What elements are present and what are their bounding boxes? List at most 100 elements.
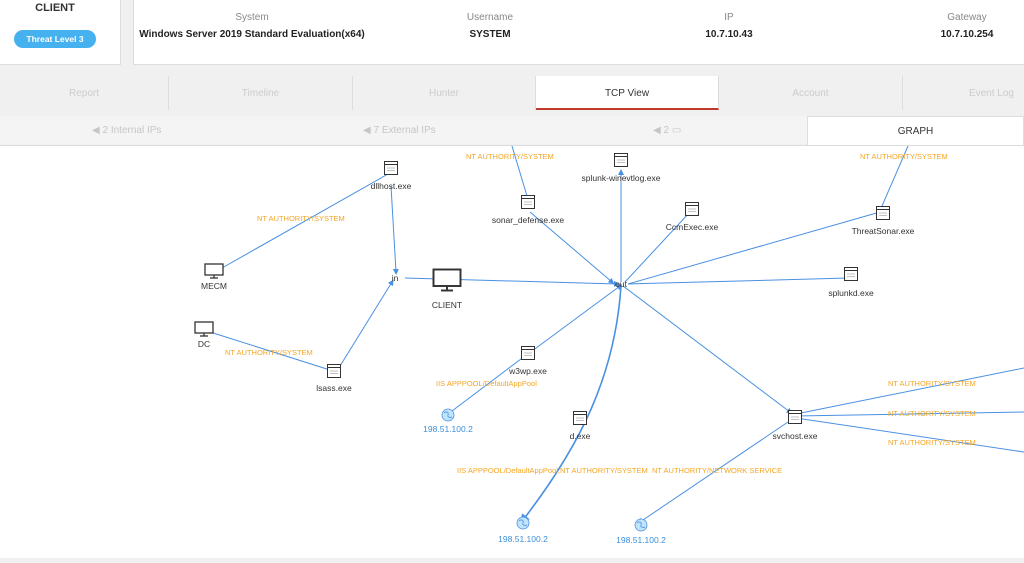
- edge-svchost-ext3: [795, 417, 1024, 453]
- node-label: sonar_defense.exe: [492, 215, 565, 225]
- subtab-count-label: 2: [663, 125, 670, 136]
- edge-label: IIS APPPOOL/DefaultAppPool: [436, 379, 537, 388]
- subtab-external-ips[interactable]: ◀ 7 External IPs: [363, 116, 436, 144]
- edge-mecm-dllhost: [221, 173, 389, 269]
- node-out[interactable]: out: [615, 279, 627, 289]
- node-dc[interactable]: DC: [194, 321, 214, 349]
- edge-dc-lsass: [209, 331, 331, 371]
- main-tabs: Report Timeline Hunter TCP View Account …: [0, 76, 1024, 110]
- edge-out-splunkd: [627, 275, 851, 285]
- node-client[interactable]: CLIENT: [432, 268, 462, 311]
- node-ip-1[interactable]: 198.51.100.2: [423, 408, 473, 434]
- ip-label: IP: [724, 12, 734, 23]
- tab-account[interactable]: Account: [719, 76, 903, 110]
- monitor-icon: ▭: [671, 125, 682, 136]
- tab-tcp-view[interactable]: TCP View: [536, 76, 719, 110]
- subtab-devices[interactable]: ◀ 2 ▭: [653, 116, 681, 144]
- node-ccmexec[interactable]: CcmExec.exe: [666, 202, 719, 233]
- node-svchost[interactable]: svchost.exe: [773, 410, 818, 442]
- edge-w3wp-ip1: [445, 355, 526, 416]
- monitor-icon: [204, 263, 224, 279]
- node-label: splunkd.exe: [828, 288, 874, 298]
- subtab-internal-label: 2 Internal IPs: [102, 125, 162, 136]
- globe-icon: [634, 518, 648, 532]
- node-mecm[interactable]: MECM: [201, 263, 227, 291]
- edge-svchost-ext1: [795, 367, 1024, 415]
- node-label: CLIENT: [432, 300, 462, 310]
- window-icon: [844, 267, 858, 281]
- edge-label: NT AUTHORITY/SYSTEM: [257, 214, 345, 223]
- client-title: CLIENT: [35, 2, 75, 14]
- window-icon: [876, 206, 890, 220]
- graph-edges: [209, 145, 1024, 524]
- username-info: Username SYSTEM: [440, 12, 540, 40]
- window-icon: [521, 195, 535, 209]
- tcp-graph-area: NT AUTHORITY/SYSTEM NT AUTHORITY/SYSTEM …: [0, 145, 1024, 558]
- tcp-graph: NT AUTHORITY/SYSTEM NT AUTHORITY/SYSTEM …: [194, 145, 1024, 545]
- node-label: splunk-winevtlog.exe: [582, 173, 661, 183]
- system-info: System Windows Server 2019 Standard Eval…: [132, 12, 372, 40]
- node-d[interactable]: d.exe: [570, 411, 591, 442]
- window-icon: [521, 346, 535, 360]
- gateway-value: 10.7.10.254: [940, 29, 994, 40]
- node-label: 198.51.100.2: [423, 424, 473, 434]
- node-label: MECM: [201, 281, 227, 291]
- window-icon: [614, 153, 628, 167]
- system-label: System: [235, 12, 269, 23]
- node-ip-2[interactable]: 198.51.100.2: [498, 516, 548, 544]
- gateway-label: Gateway: [947, 12, 987, 23]
- window-icon: [685, 202, 699, 216]
- node-label: dllhost.exe: [371, 181, 412, 191]
- monitor-icon: [194, 321, 214, 337]
- node-lsass[interactable]: lsass.exe: [316, 364, 352, 394]
- edge-label: NT AUTHORITY/SYSTEM: [888, 438, 976, 447]
- node-in[interactable]: in: [392, 273, 399, 283]
- ip-value: 10.7.10.43: [705, 29, 753, 40]
- edge-out-svchost: [622, 285, 793, 414]
- edge-label: NT AUTHORITY/SYSTEM: [860, 152, 948, 161]
- subtab-graph[interactable]: GRAPH: [807, 116, 1024, 145]
- node-ip-3[interactable]: 198.51.100.2: [616, 518, 666, 545]
- speaker-icon: ◀: [363, 125, 371, 136]
- speaker-icon: ◀: [92, 125, 100, 136]
- edge-label: IIS APPPOOL/DefaultAppPool,NT AUTHORITY/…: [457, 466, 648, 475]
- edge-out-ip2: [520, 285, 622, 524]
- edge-lsass-in: [339, 279, 394, 367]
- globe-icon: [516, 516, 530, 530]
- globe-icon: [441, 408, 455, 422]
- tab-timeline[interactable]: Timeline: [169, 76, 353, 110]
- tab-report[interactable]: Report: [0, 76, 169, 110]
- edge-label: NT AUTHORITY/NETWORK SERVICE: [652, 466, 782, 475]
- edge-w3wp-out: [527, 284, 623, 355]
- system-value: Windows Server 2019 Standard Evaluation(…: [139, 29, 365, 40]
- node-label: ThreatSonar.exe: [852, 226, 915, 236]
- tab-hunter[interactable]: Hunter: [353, 76, 536, 110]
- window-icon: [384, 161, 398, 175]
- node-threatsonar[interactable]: ThreatSonar.exe: [852, 206, 915, 237]
- node-dllhost[interactable]: dllhost.exe: [371, 161, 412, 192]
- edge-threatsonar-top: [881, 145, 909, 207]
- node-label: lsass.exe: [316, 383, 352, 393]
- node-label: CcmExec.exe: [666, 222, 719, 232]
- subtab-external-label: 7 External IPs: [373, 125, 436, 136]
- monitor-icon: [432, 268, 462, 292]
- threat-level-badge[interactable]: Threat Level 3: [14, 30, 96, 48]
- node-splunkd[interactable]: splunkd.exe: [828, 267, 874, 299]
- edge-label: NT AUTHORITY/SYSTEM: [466, 152, 554, 161]
- node-label: 198.51.100.2: [616, 535, 666, 545]
- edge-label: NT AUTHORITY/SYSTEM: [225, 348, 313, 357]
- node-splunk-winevtlog[interactable]: splunk-winevtlog.exe: [582, 153, 661, 184]
- client-card: CLIENT Threat Level 3: [0, 0, 121, 65]
- tab-event-log[interactable]: Event Log: [903, 76, 1024, 110]
- node-label: svchost.exe: [773, 431, 818, 441]
- speaker-icon: ◀: [653, 125, 661, 136]
- gateway-info: Gateway 10.7.10.254: [917, 12, 1017, 40]
- node-w3wp[interactable]: w3wp.exe: [508, 346, 547, 377]
- window-icon: [573, 411, 587, 425]
- edge-dllhost-in: [390, 185, 399, 275]
- node-label: w3wp.exe: [508, 366, 547, 376]
- subtab-internal-ips[interactable]: ◀ 2 Internal IPs: [92, 116, 161, 144]
- window-icon: [788, 410, 802, 424]
- system-info-card: System Windows Server 2019 Standard Eval…: [133, 0, 1024, 65]
- node-sonar-defense[interactable]: sonar_defense.exe: [492, 195, 565, 226]
